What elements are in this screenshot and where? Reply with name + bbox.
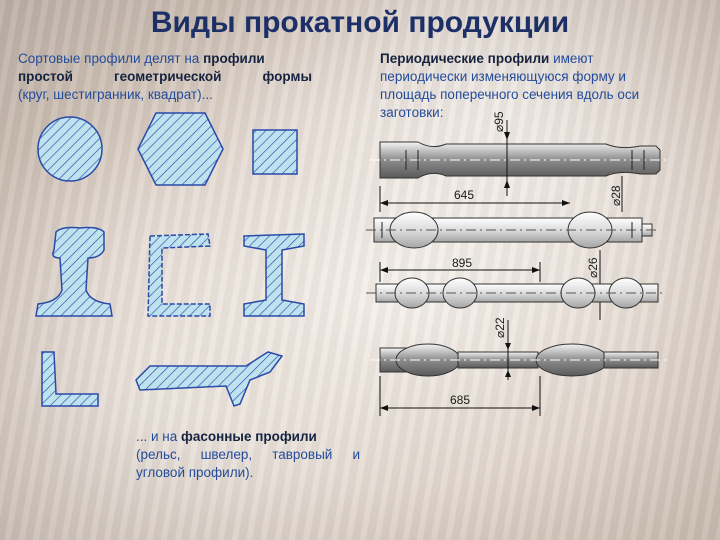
right-description: Периодические профили имеют периодически… [380, 50, 685, 122]
left-word-geometric: геометрической [114, 69, 222, 84]
right-line3: площадь поперечного сечения вдоль оси [380, 87, 640, 102]
page-title: Виды прокатной продукции [150, 6, 570, 39]
dim-645: 645 [454, 188, 474, 202]
bottom-line2: (рельс, швелер, тавровый и [136, 446, 360, 464]
bottom-word-channel: швелер, [200, 447, 253, 462]
left-word-simple: простой [18, 69, 73, 84]
channel-profile-icon [147, 233, 211, 317]
dim-d22: ⌀22 [493, 317, 507, 338]
left-word-form: формы [262, 69, 312, 84]
left-line3: (круг, шестигранник, квадрат)... [18, 87, 213, 102]
dim-685: 685 [450, 393, 470, 407]
periodic-bar-1 [370, 120, 668, 212]
rail-profile-icon [35, 226, 113, 317]
dim-d26: ⌀26 [586, 257, 600, 278]
ibeam-profile-icon [243, 233, 305, 317]
bottom-word-and: и [352, 447, 360, 462]
round-profile-icon [37, 116, 103, 182]
right-line4: заготовки: [380, 105, 444, 120]
periodic-bar-4 [370, 320, 666, 380]
bottom-description: ... и на фасонные профили (рельс, швелер… [136, 428, 360, 482]
dim-895: 895 [452, 256, 472, 270]
square-profile-icon [252, 129, 298, 175]
dim-d95: ⌀95 [492, 111, 506, 132]
right-line1-rest: имеют [553, 51, 594, 66]
bottom-line1-plain: ... и на [136, 429, 178, 444]
bottom-word-rail: (рельс, [136, 447, 181, 462]
special-profile-icon [135, 351, 284, 407]
dim-d28: ⌀28 [609, 185, 623, 206]
left-line2: простой геометрической формы [18, 68, 312, 86]
right-line2: периодически изменяющуюся форму и [380, 69, 626, 84]
left-line1-bold: профили [203, 51, 265, 66]
right-bold: Периодические профили [380, 51, 550, 66]
bottom-line1-bold: фасонные профили [181, 429, 317, 444]
hexagon-profile-icon [137, 112, 224, 186]
left-line1: Сортовые профили делят на [18, 51, 200, 66]
periodic-bar-3 [366, 277, 666, 309]
periodic-bar-2 [366, 211, 660, 249]
bottom-line3: угловой профили). [136, 465, 254, 480]
left-description: Сортовые профили делят на профили просто… [18, 50, 312, 104]
bottom-word-tee: тавровый [272, 447, 333, 462]
angle-profile-icon [41, 351, 99, 407]
